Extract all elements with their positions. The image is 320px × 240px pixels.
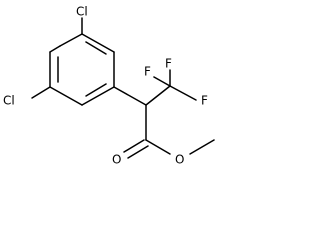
carbonyl-bond-line-1: [123, 139, 145, 153]
ring-inner-double-1: [85, 41, 107, 55]
chemical-structure: Cl Cl F F F O O: [3, 5, 215, 167]
bond-carbonyl-ester-oxygen: [145, 139, 171, 155]
atom-f-middle: F: [165, 57, 172, 71]
structure-diagram: Cl Cl F F F O O: [3, 5, 215, 167]
bond-cf3-right-f: [169, 85, 197, 101]
ring-bond-4: [81, 86, 115, 106]
carbonyl-bond-line-2: [127, 145, 149, 159]
atom-f-left: F: [144, 65, 151, 79]
bond-alpha-cf3-carbon: [145, 85, 171, 106]
atom-cl-left: Cl: [3, 94, 15, 108]
atom-o-ester: O: [175, 153, 184, 167]
bond-cf3-left-f: [153, 76, 171, 87]
bond-ester-methyl: [189, 139, 215, 155]
atom-o-carbonyl: O: [112, 153, 121, 167]
ring-bond-2: [81, 33, 115, 53]
atom-f-right: F: [201, 94, 208, 108]
bond-ring-alpha-carbon: [113, 86, 147, 106]
ring-inner-double-2: [85, 83, 107, 97]
atom-cl-top: Cl: [76, 5, 88, 19]
ring-bond-7: [49, 45, 61, 53]
ring-bond-5: [49, 86, 83, 106]
ring-bond-1: [59, 33, 83, 47]
bond-ring-cl-left: [31, 86, 51, 99]
